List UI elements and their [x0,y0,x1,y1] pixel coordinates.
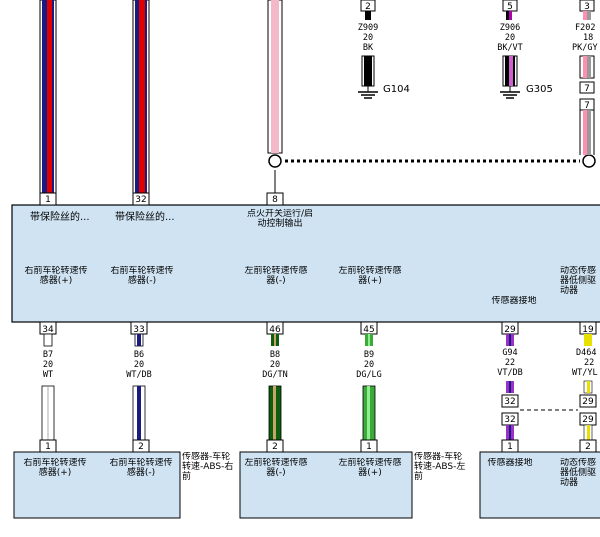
svg-text:8: 8 [272,195,278,205]
module-pin-8: 8 [266,192,284,206]
svg-text:WT/YL: WT/YL [572,368,598,378]
sensor-dynamic: 1 2 传感器接地 动态传感器低侧驱动器 [479,439,600,519]
svg-text:19: 19 [582,325,594,335]
svg-text:VT/DB: VT/DB [497,368,523,378]
svg-text:2: 2 [365,2,371,12]
wire-d464: 29 29 [579,380,597,441]
ground-wire-z906: 5 Z906 20 BK/VT G305 [497,0,553,99]
sensor-left-front: 2 1 左前轮转速传感器(-) 左前轮转速传感器(+) 传感器-车轮转速-ABS… [239,439,465,519]
svg-text:1: 1 [366,442,372,452]
module-pin-32: 32 [132,192,150,206]
svg-text:20: 20 [505,33,515,43]
svg-text:G94: G94 [502,348,517,358]
svg-text:2: 2 [272,442,278,452]
wire-label-b9: B9 20 DG/LG [356,350,382,380]
label-rf-minus: 右前车轮转速传感器(-) [110,266,174,286]
svg-text:20: 20 [270,360,280,370]
svg-text:20: 20 [134,360,144,370]
svg-text:20: 20 [363,33,373,43]
svg-text:PK/GY: PK/GY [572,43,598,53]
svg-text:Z909: Z909 [358,23,378,33]
svg-text:7: 7 [584,101,590,111]
label-sensor-ground: 传感器接地 [491,296,537,306]
label-lf-minus: 左前轮转速传感器(-) [244,266,308,286]
module-pin-29: 29 [501,321,519,335]
module-pin-46: 46 [266,321,284,335]
svg-text:20: 20 [43,360,53,370]
svg-text:B6: B6 [134,350,144,360]
svg-text:G305: G305 [526,84,553,95]
svg-text:7: 7 [584,84,590,94]
svg-text:18: 18 [583,33,593,43]
wire-pink-8 [267,0,283,193]
svg-text:32: 32 [504,397,515,407]
ground-wire-z909: 2 Z909 20 BK G104 [358,0,410,99]
svg-text:B9: B9 [364,350,374,360]
wire-b6 [132,385,146,441]
module-pin-19: 19 [579,321,597,335]
wire-label-b6: B6 20 WT/DB [126,350,152,380]
module-pin-34: 34 [39,321,57,335]
svg-text:BK: BK [363,43,374,53]
wire-b8 [268,385,282,441]
label-dynamic-sensor: 动态传感器低侧驱动器 [560,266,597,296]
wire-label-d464: D464 22 WT/YL [572,348,598,378]
svg-text:45: 45 [363,325,374,335]
wire-label-b7: B7 20 WT [43,350,53,380]
module-pin-33: 33 [130,321,148,335]
svg-text:B7: B7 [43,350,53,360]
svg-text:22: 22 [505,358,515,368]
wire-g94: 32 32 [501,381,519,440]
label-fused-32: 带保险丝的... [115,210,175,223]
wire-label-b8: B8 20 DG/TN [262,350,288,380]
svg-text:B8: B8 [270,350,280,360]
svg-text:29: 29 [504,325,516,335]
svg-text:32: 32 [135,195,146,205]
svg-text:1: 1 [45,195,51,205]
svg-text:D464: D464 [576,348,596,358]
svg-text:34: 34 [42,325,54,335]
svg-text:2: 2 [585,442,591,452]
module-pin-1: 1 [39,192,57,206]
svg-text:32: 32 [504,415,515,425]
wire-f202: 3 F202 18 PK/GY 7 7 [572,0,598,155]
label-rf-plus: 右前车轮转速传感器(+) [24,266,88,286]
wire-b9 [362,385,376,441]
svg-text:1: 1 [507,442,513,452]
label-lf-plus: 左前轮转速传感器(+) [338,266,402,286]
svg-text:46: 46 [269,325,281,335]
svg-text:F202: F202 [575,23,595,33]
wire-b7 [41,385,55,441]
svg-text:29: 29 [582,397,594,407]
svg-text:3: 3 [584,2,590,12]
module-pin-45: 45 [360,321,378,335]
sensor-right-front: 1 2 右前车轮转速传感器(+) 右前车轮转速传感器(-) 传感器-车轮转速-A… [13,439,233,519]
svg-text:G104: G104 [383,84,410,95]
svg-text:DG/LG: DG/LG [356,370,382,380]
wire-red-1 [39,0,57,194]
svg-text:DG/TN: DG/TN [262,370,288,380]
label-ignition: 点火开关运行/启动控制输出 [246,209,314,229]
svg-text:WT: WT [43,370,53,380]
svg-text:WT/DB: WT/DB [126,370,152,380]
wire-label-g94: G94 22 VT/DB [497,348,523,378]
svg-text:Z906: Z906 [500,23,520,33]
svg-text:29: 29 [582,415,594,425]
svg-text:33: 33 [133,325,144,335]
abs-module-box [11,204,600,323]
svg-text:BK/VT: BK/VT [497,43,523,53]
wire-red-32 [132,0,150,194]
svg-text:20: 20 [364,360,374,370]
svg-text:1: 1 [45,442,51,452]
svg-text:22: 22 [584,358,594,368]
label-fused-1: 带保险丝的... [30,210,90,223]
splice-node [268,154,282,168]
svg-text:2: 2 [138,442,144,452]
svg-text:5: 5 [507,2,513,12]
splice-node-right [582,154,596,168]
